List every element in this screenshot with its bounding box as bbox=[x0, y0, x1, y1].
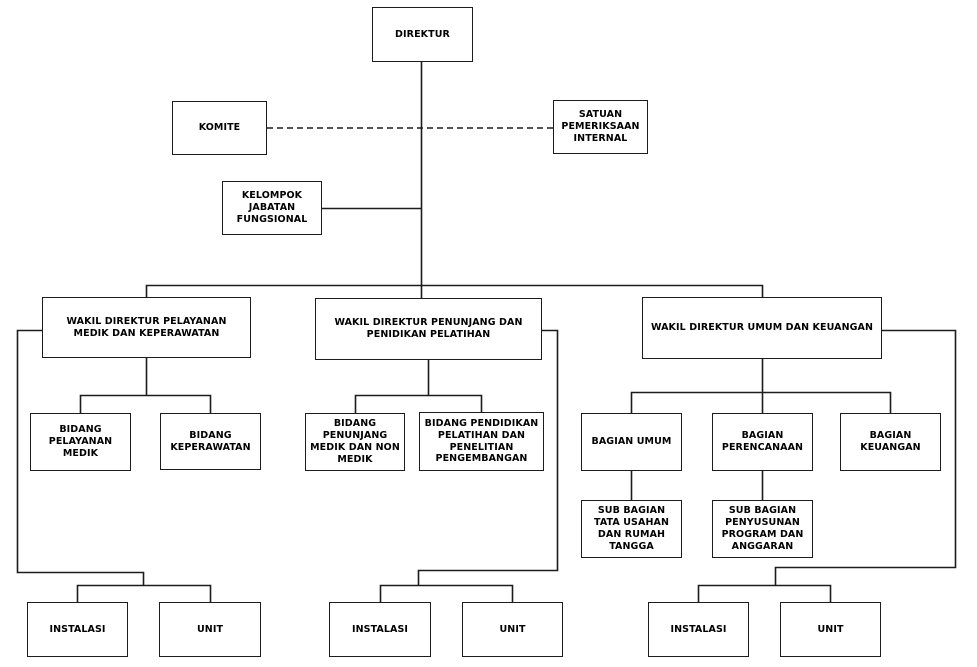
org-box-sub-bagian-penyusunan: SUB BAGIAN PENYUSUNAN PROGRAM DAN ANGGAR… bbox=[712, 500, 813, 558]
org-box-direktur-label: DIREKTUR bbox=[395, 28, 450, 40]
org-box-bagian-umum: BAGIAN UMUM bbox=[581, 413, 682, 471]
org-box-bidang-keperawatan-label: BIDANG KEPERAWATAN bbox=[170, 429, 251, 453]
org-box-bidang-penunjang-medik-label: BIDANG PENUNJANG MEDIK DAN NON MEDIK bbox=[310, 418, 400, 465]
org-box-wakil-direktur-penunjang: WAKIL DIREKTUR PENUNJANG DAN PENIDIKAN P… bbox=[315, 298, 542, 360]
org-box-unit-umum-label: UNIT bbox=[817, 623, 844, 635]
org-box-unit-pelayanan: UNIT bbox=[159, 602, 261, 657]
org-box-wakil-direktur-umum-label: WAKIL DIREKTUR UMUM DAN KEUANGAN bbox=[650, 322, 874, 334]
org-box-unit-penunjang-label: UNIT bbox=[499, 623, 526, 635]
org-box-bagian-keuangan-label: BAGIAN KEUANGAN bbox=[860, 430, 921, 453]
org-box-bidang-pendidikan: BIDANG PENDIDIKAN PELATIHAN DAN PENELITI… bbox=[419, 412, 544, 471]
org-box-unit-penunjang: UNIT bbox=[462, 602, 563, 657]
org-box-sub-bagian-penyusunan-label: SUB BAGIAN PENYUSUNAN PROGRAM DAN ANGGAR… bbox=[721, 505, 804, 552]
line-wakil1-children bbox=[79, 358, 212, 413]
org-box-kelompok-jabatan-fungsional-label: KELOMPOK JABATAN FUNGSIONAL bbox=[236, 190, 308, 225]
line-wakil3-children bbox=[630, 359, 892, 413]
org-box-bagian-perencanaan: BAGIAN PERENCANAAN bbox=[712, 413, 813, 471]
org-box-bagian-keuangan: BAGIAN KEUANGAN bbox=[840, 413, 941, 471]
org-box-bidang-pelayanan-medik: BIDANG PELAYANAN MEDIK bbox=[30, 413, 131, 471]
org-box-bidang-pelayanan-medik-label: BIDANG PELAYANAN MEDIK bbox=[48, 424, 113, 459]
org-box-instalasi-penunjang-label: INSTALASI bbox=[351, 623, 409, 635]
org-box-satuan-pemeriksaan-internal: SATUAN PEMERIKSAAN INTERNAL bbox=[553, 100, 648, 154]
org-box-instalasi-pelayanan-label: INSTALASI bbox=[49, 623, 106, 635]
org-box-unit-umum: UNIT bbox=[780, 602, 881, 657]
line-wakil2-children bbox=[354, 360, 483, 413]
line-rail-left bbox=[16, 329, 212, 602]
org-box-instalasi-umum-label: INSTALASI bbox=[670, 623, 727, 635]
org-box-wakil-direktur-umum: WAKIL DIREKTUR UMUM DAN KEUANGAN bbox=[642, 297, 882, 359]
org-box-kelompok-jabatan-fungsional: KELOMPOK JABATAN FUNGSIONAL bbox=[222, 181, 322, 235]
org-box-wakil-direktur-penunjang-label: WAKIL DIREKTUR PENUNJANG DAN PENIDIKAN P… bbox=[334, 317, 523, 340]
line-subbagian-drops bbox=[630, 471, 764, 500]
org-box-instalasi-penunjang: INSTALASI bbox=[329, 602, 431, 657]
line-rail-middle bbox=[379, 329, 559, 602]
org-box-direktur: DIREKTUR bbox=[372, 7, 473, 62]
org-box-bidang-penunjang-medik: BIDANG PENUNJANG MEDIK DAN NON MEDIK bbox=[305, 413, 405, 471]
line-rail-right bbox=[697, 329, 957, 602]
org-box-bidang-keperawatan: BIDANG KEPERAWATAN bbox=[160, 413, 261, 470]
org-box-sub-bagian-tata-usahan: SUB BAGIAN TATA USAHAN DAN RUMAH TANGGA bbox=[581, 500, 682, 558]
org-box-unit-pelayanan-label: UNIT bbox=[196, 623, 224, 635]
org-box-bidang-pendidikan-label: BIDANG PENDIDIKAN PELATIHAN DAN PENELITI… bbox=[424, 417, 539, 465]
org-box-satuan-pemeriksaan-internal-label: SATUAN PEMERIKSAAN INTERNAL bbox=[561, 109, 640, 144]
org-box-bagian-umum-label: BAGIAN UMUM bbox=[591, 436, 672, 448]
org-box-wakil-direktur-pelayanan-label: WAKIL DIREKTUR PELAYANAN MEDIK DAN KEPER… bbox=[66, 315, 227, 339]
org-box-komite: KOMITE bbox=[172, 101, 267, 155]
org-box-instalasi-pelayanan: INSTALASI bbox=[27, 602, 128, 657]
line-top-distribution bbox=[145, 284, 764, 297]
org-box-bagian-perencanaan-label: BAGIAN PERENCANAAN bbox=[721, 430, 804, 453]
org-box-sub-bagian-tata-usahan-label: SUB BAGIAN TATA USAHAN DAN RUMAH TANGGA bbox=[593, 505, 670, 552]
org-box-wakil-direktur-pelayanan: WAKIL DIREKTUR PELAYANAN MEDIK DAN KEPER… bbox=[42, 297, 251, 358]
org-box-komite-label: KOMITE bbox=[198, 122, 241, 134]
org-box-instalasi-umum: INSTALASI bbox=[648, 602, 749, 657]
